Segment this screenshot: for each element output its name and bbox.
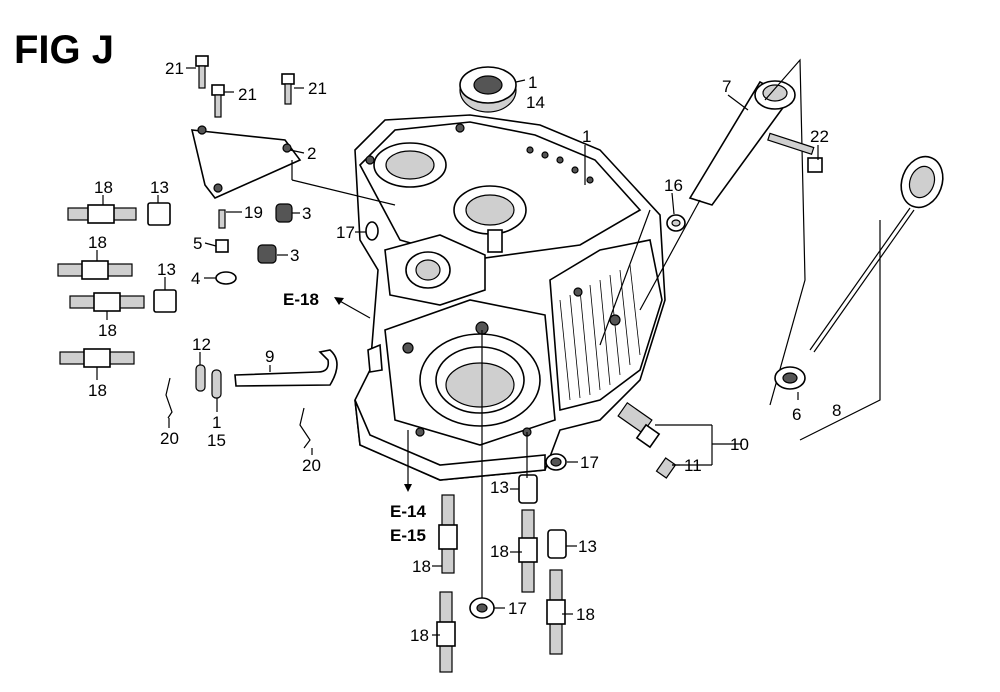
cover-plate-drawing (190, 125, 396, 206)
cylinder-block-drawing (354, 114, 666, 481)
callout-16: 16 (664, 176, 683, 195)
reference-e14: E-14 (390, 502, 426, 521)
leader-lines (96, 67, 819, 636)
callout-17: 17 (508, 599, 527, 618)
callout-1: 1 (212, 413, 221, 432)
callout-10: 10 (730, 435, 749, 454)
callout-18: 18 (490, 542, 509, 561)
callout-14: 14 (526, 93, 545, 112)
callout-6: 6 (792, 405, 801, 424)
callout-20: 20 (160, 429, 179, 448)
callout-11: 11 (684, 456, 702, 475)
studs-and-dowels-bottom (436, 330, 567, 673)
reference-labels: E-18 E-14 E-15 (283, 290, 426, 545)
callout-4: 4 (191, 269, 200, 288)
callout-21: 21 (308, 79, 327, 98)
callout-18: 18 (576, 605, 595, 624)
callout-13: 13 (150, 178, 169, 197)
callout-18: 18 (88, 381, 107, 400)
washer-16-drawing (666, 214, 686, 232)
callout-19: 19 (244, 203, 263, 222)
reference-e18: E-18 (283, 290, 319, 309)
callout-9: 9 (265, 347, 274, 366)
callout-17: 17 (580, 453, 599, 472)
callout-8: 8 (832, 401, 841, 420)
callout-22: 22 (810, 127, 829, 146)
callout-1: 1 (582, 127, 591, 146)
bolt-22-drawing (767, 132, 823, 173)
studs-and-dowels-left (57, 202, 177, 368)
callout-3: 3 (302, 204, 311, 223)
reference-e15: E-15 (390, 526, 426, 545)
callout-7: 7 (722, 77, 731, 96)
callout-18: 18 (94, 178, 113, 197)
callout-20: 20 (302, 456, 321, 475)
oil-filler-tube-drawing (599, 58, 806, 406)
callout-18: 18 (88, 233, 107, 252)
callout-15: 15 (207, 431, 226, 450)
callout-18: 18 (98, 321, 117, 340)
e14-arrow-head (404, 484, 412, 492)
callout-2: 2 (307, 144, 316, 163)
callout-13: 13 (490, 478, 509, 497)
oil-seal-drawing (459, 66, 517, 113)
figure-title: FIG J (14, 28, 114, 72)
callout-12: 12 (192, 335, 211, 354)
e18-arrow-head (334, 297, 344, 305)
callout-21: 21 (165, 59, 184, 78)
callout-1: 1 (528, 73, 537, 92)
callout-21: 21 (238, 85, 257, 104)
bolt-21-drawings (195, 55, 295, 118)
callout-18: 18 (410, 626, 429, 645)
callout-3: 3 (290, 246, 299, 265)
callout-13: 13 (578, 537, 597, 556)
callout-17: 17 (336, 223, 355, 242)
callout-18: 18 (412, 557, 431, 576)
callout-labels: 21 21 21 1 14 1 2 7 22 16 18 13 19 3 17 … (88, 59, 841, 645)
callout-5: 5 (193, 234, 202, 253)
callout-13: 13 (157, 260, 176, 279)
oil-level-gauge-drawing (774, 155, 944, 441)
